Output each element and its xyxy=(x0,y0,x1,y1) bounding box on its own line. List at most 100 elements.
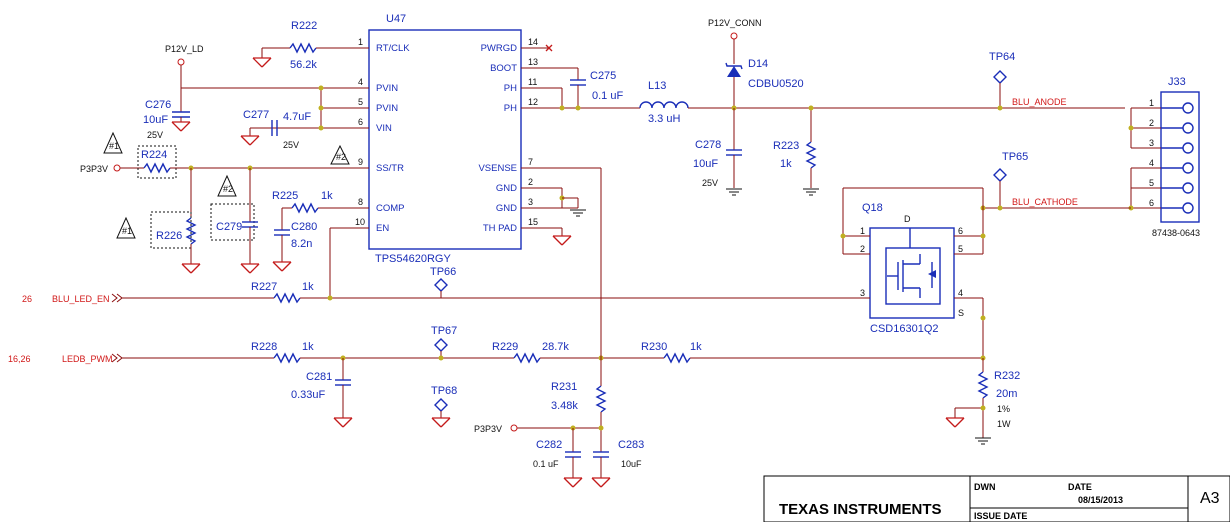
pin-num: 12 xyxy=(528,97,538,107)
q18-pin: 2 xyxy=(860,244,865,254)
blu-led-en-row: 26 BLU_LED_EN R227 1k TP66 xyxy=(22,266,870,304)
c281-value: 0.33uF xyxy=(291,389,326,401)
j33-ref: J33 xyxy=(1168,76,1186,88)
r230-value: 1k xyxy=(690,341,702,353)
ic-right-pins: 14 13 11 12 7 2 3 15 PWRGD BOOT PH PH VS… xyxy=(478,37,553,234)
pin-name: SS/TR xyxy=(376,163,404,174)
q18-pin: 1 xyxy=(860,226,865,236)
r225-ref: R225 xyxy=(272,190,298,202)
net-p3p3v: P3P3V xyxy=(80,164,108,174)
pin-num: 1 xyxy=(358,37,363,47)
pin-num: 3 xyxy=(528,197,533,207)
capacitor-c278: C278 10uF 25V xyxy=(693,108,743,196)
c277-ref: C277 xyxy=(243,109,269,121)
vsense-divider: R231 3.48k P3P3V C282 0.1 uF C283 10uF xyxy=(474,381,644,488)
tp68-label: TP68 xyxy=(431,385,457,397)
pin-num: 6 xyxy=(358,117,363,127)
net-p12v-conn: P12V_CONN xyxy=(708,18,762,28)
c282-value: 0.1 uF xyxy=(533,459,559,469)
l13-value: 3.3 uH xyxy=(648,113,680,125)
pin-name: PH xyxy=(504,83,517,94)
tp65-label: TP65 xyxy=(1002,151,1028,163)
dwn-label: DWN xyxy=(974,482,996,492)
j33-pin: 3 xyxy=(1149,138,1154,148)
inductor-l13: L13 3.3 uH xyxy=(639,80,1125,125)
resistor-r223: R223 1k xyxy=(773,105,820,196)
testpoint-tp65: TP65 BLU_CATHODE xyxy=(980,151,1131,211)
pin-name: GND xyxy=(496,183,517,194)
resistor-r232: R232 20m 1% 1W xyxy=(945,358,1020,445)
pin-num: 15 xyxy=(528,217,538,227)
pin-num: 14 xyxy=(528,37,538,47)
diode-d14: P12V_CONN D14 CDBU0520 xyxy=(708,18,804,111)
pin-num: 7 xyxy=(528,157,533,167)
c277-value: 4.7uF xyxy=(283,111,311,123)
comp-network: R225 1k C280 8.2n xyxy=(272,190,343,272)
r232-ref: R232 xyxy=(994,370,1020,382)
tp64-label: TP64 xyxy=(989,51,1015,63)
c279-ref: C279 xyxy=(216,221,242,233)
q18-part: CSD16301Q2 xyxy=(870,323,939,335)
pin-num: 5 xyxy=(358,97,363,107)
pin-name: VIN xyxy=(376,123,392,134)
c276-ref: C276 xyxy=(145,99,171,111)
c278-ref: C278 xyxy=(695,139,721,151)
flag-label: #2 xyxy=(223,184,233,194)
r224-ref: R224 xyxy=(141,149,167,161)
pin-name: EN xyxy=(376,223,389,234)
pin-name: COMP xyxy=(376,203,405,214)
company-name: TEXAS INSTRUMENTS xyxy=(779,501,942,518)
c281-ref: C281 xyxy=(306,371,332,383)
r228-ref: R228 xyxy=(251,341,277,353)
ledb-pwm-row: 16,26 LEDB_PWM R228 1k C281 0.33uF TP67 … xyxy=(8,325,986,428)
ic-left-pins: 1 4 5 6 9 8 10 RT/CLK PVIN PVIN VIN SS/T… xyxy=(343,37,410,234)
c278-value: 10uF xyxy=(693,158,718,170)
title-block: TEXAS INSTRUMENTS DWN DATE 08/15/2013 IS… xyxy=(763,475,1230,522)
q18-pin-d: D xyxy=(904,214,911,224)
j33-pin: 5 xyxy=(1149,178,1154,188)
c275-value: 0.1 uF xyxy=(592,90,623,102)
c280-value: 8.2n xyxy=(291,238,312,250)
pin-num: 2 xyxy=(528,177,533,187)
l13-ref: L13 xyxy=(648,80,666,92)
boot-network: C275 0.1 uF xyxy=(549,67,623,108)
flag-label: #1 xyxy=(122,226,132,236)
r232-tolerance: 1% xyxy=(997,404,1010,414)
pin-name: BOOT xyxy=(490,63,517,74)
q18-pin-s: S xyxy=(958,308,964,318)
pin-name: PWRGD xyxy=(481,43,518,54)
pin-num: 4 xyxy=(358,77,363,87)
c277-rating: 25V xyxy=(283,140,299,150)
pin-name: VSENSE xyxy=(478,163,517,174)
ic-ref: U47 xyxy=(386,13,406,25)
mosfet-q18: Q18 CSD16301Q2 D S 1 2 3 4 5 6 xyxy=(840,187,986,368)
r222-value: 56.2k xyxy=(290,59,317,71)
r222-ref: R222 xyxy=(291,20,317,32)
j33-pin: 1 xyxy=(1149,98,1154,108)
pin-num: 11 xyxy=(528,77,537,87)
pvin-bus: C277 4.7uF 25V xyxy=(240,85,343,150)
pin-num: 8 xyxy=(358,197,363,207)
c278-rating: 25V xyxy=(702,178,718,188)
q18-pin: 6 xyxy=(958,226,963,236)
testpoint-tp64: TP64 BLU_ANODE xyxy=(989,51,1067,111)
j33-part: 87438-0643 xyxy=(1152,228,1200,238)
ph-node xyxy=(549,87,640,111)
c283-ref: C283 xyxy=(618,439,644,451)
r227-ref: R227 xyxy=(251,281,277,293)
connector-j33: J33 87438-0643 1 2 3 4 5 6 xyxy=(1128,76,1200,238)
q18-pin: 3 xyxy=(860,288,865,298)
c276-rating: 25V xyxy=(147,130,163,140)
d14-ref: D14 xyxy=(748,58,768,70)
issue-date-label: ISSUE DATE xyxy=(974,511,1027,521)
ic-u47: U47 TPS54620RGY 1 4 5 6 9 8 10 RT/CLK PV… xyxy=(343,13,553,265)
r229-ref: R229 xyxy=(492,341,518,353)
r231-value: 3.48k xyxy=(551,400,578,412)
c283-value: 10uF xyxy=(621,459,642,469)
ledb-pwm-page: 16,26 xyxy=(8,354,31,364)
ic-gnd-wiring xyxy=(549,187,587,246)
p12v-ld-input: P12V_LD C276 10uF 25V xyxy=(143,44,343,140)
net-blu-cathode: BLU_CATHODE xyxy=(1012,197,1078,207)
tp66-label: TP66 xyxy=(430,266,456,278)
